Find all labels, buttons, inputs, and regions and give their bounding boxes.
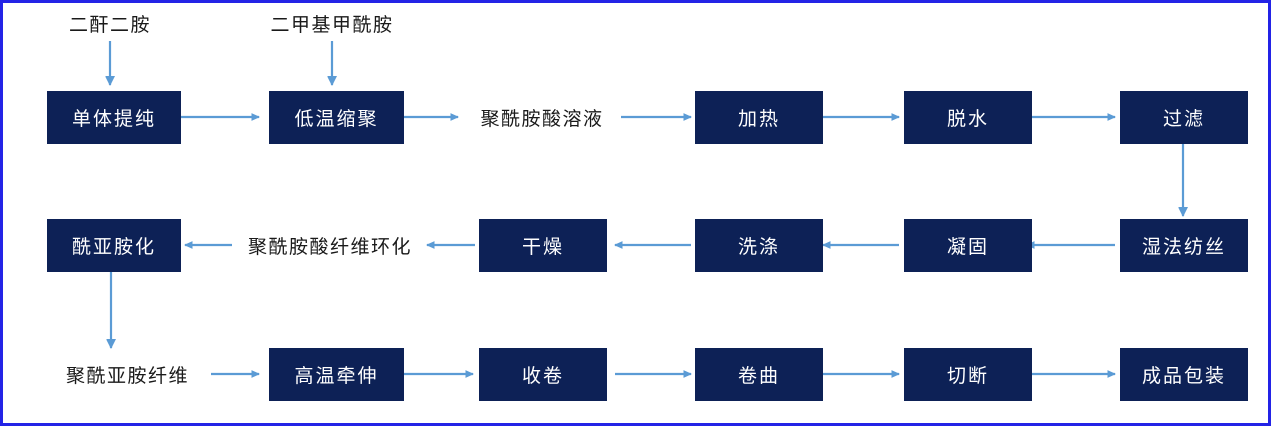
label-polyimide-fiber: 聚酰亚胺纤维 [65, 364, 189, 387]
node-coagulation[interactable]: 凝固 [904, 219, 1032, 272]
label-polyamic-acid-solution: 聚酰胺酸溶液 [480, 107, 604, 130]
label-polyamic-acid-fiber-cyclization: 聚酰胺酸纤维环化 [247, 235, 412, 258]
node-monomer-purification[interactable]: 单体提纯 [47, 91, 181, 144]
label-dimethylformamide: 二甲基甲酰胺 [270, 13, 394, 36]
node-imidization[interactable]: 酰亚胺化 [47, 219, 181, 272]
node-packaging[interactable]: 成品包装 [1120, 348, 1248, 401]
node-filtration[interactable]: 过滤 [1120, 91, 1248, 144]
node-high-temp-drawing[interactable]: 高温牵伸 [269, 348, 404, 401]
node-drying[interactable]: 干燥 [479, 219, 607, 272]
node-washing[interactable]: 洗涤 [695, 219, 823, 272]
node-heating[interactable]: 加热 [695, 91, 823, 144]
node-winding[interactable]: 收卷 [479, 348, 607, 401]
node-crimping[interactable]: 卷曲 [695, 348, 823, 401]
connector-layer [3, 3, 1268, 423]
node-cutting[interactable]: 切断 [904, 348, 1032, 401]
node-low-temp-polycondensation[interactable]: 低温缩聚 [269, 91, 404, 144]
node-wet-spinning[interactable]: 湿法纺丝 [1120, 219, 1248, 272]
label-dianhydride-diamine: 二酐二胺 [68, 13, 151, 36]
node-dehydration[interactable]: 脱水 [904, 91, 1032, 144]
